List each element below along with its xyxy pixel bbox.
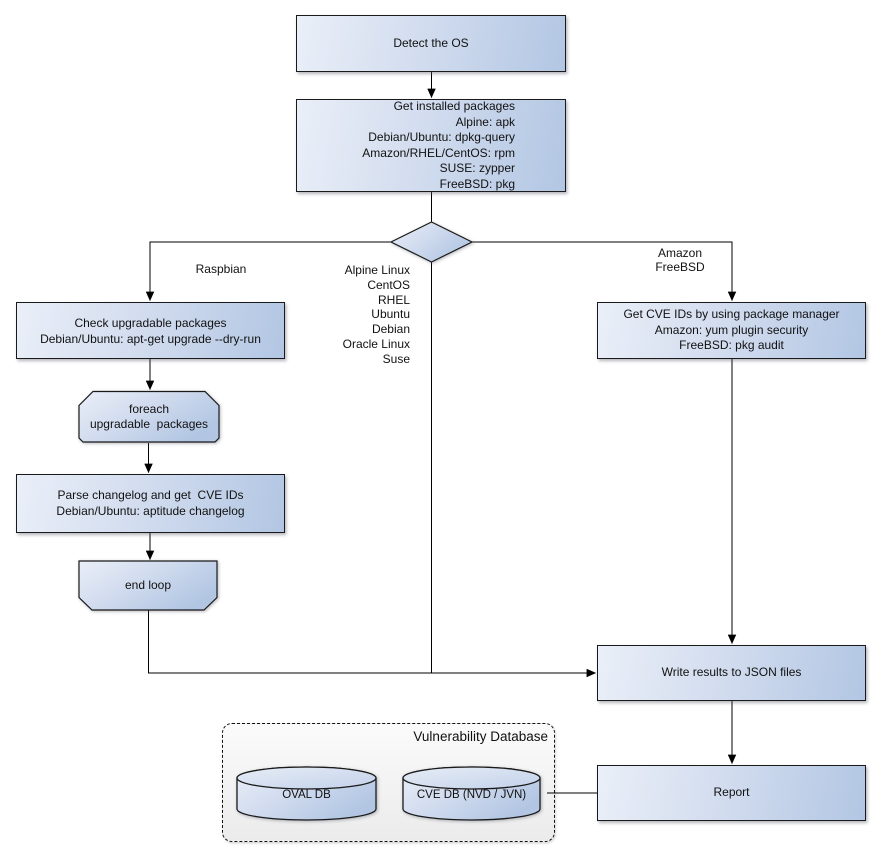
- edge-endloop-to-write-results: [148, 610, 597, 678]
- node-report: Report: [597, 765, 866, 821]
- special-shapes: [78, 221, 541, 821]
- foreach-loop-label: foreach upgradable packages: [89, 401, 209, 431]
- edge-decision-to-get-cve: [472, 241, 737, 302]
- edge-label-os-list: Alpine Linux CentOS RHEL Ubuntu Debian O…: [342, 263, 410, 366]
- edge-label-amazon-freebsd: Amazon FreeBSD: [655, 245, 705, 275]
- decision-diamond: [389, 221, 474, 263]
- node-detect-os: Detect the OS: [296, 15, 566, 72]
- edge-decision-to-check-upgradable: [145, 241, 391, 302]
- node-get-cve-ids: Get CVE IDs by using package manager Ama…: [597, 302, 866, 359]
- vulnerability-database-title: Vulnerability Database: [413, 729, 548, 744]
- node-parse-changelog: Parse changelog and get CVE IDs Debian/U…: [16, 474, 285, 533]
- end-loop-shape: [78, 560, 218, 611]
- node-check-upgradable-label: Check upgradable packages Debian/Ubuntu:…: [40, 315, 261, 346]
- edge-label-raspbian: Raspbian: [195, 262, 247, 277]
- cve-db-label: CVE DB (NVD / JVN): [416, 788, 527, 801]
- node-check-upgradable-packages: Check upgradable packages Debian/Ubuntu:…: [16, 302, 285, 359]
- oval-db-label: OVAL DB: [282, 788, 331, 801]
- node-detect-os-label: Detect the OS: [393, 35, 469, 50]
- oval-db-cylinder: [236, 766, 377, 821]
- node-report-label: Report: [713, 785, 750, 800]
- end-loop-label: end loop: [124, 578, 172, 593]
- node-get-installed-packages-label: Get installed packages Alpine: apk Debia…: [362, 99, 515, 191]
- node-write-results: Write results to JSON files: [597, 645, 866, 701]
- node-get-installed-packages: Get installed packages Alpine: apk Debia…: [296, 99, 566, 192]
- connectors: [144, 72, 737, 794]
- node-write-results-label: Write results to JSON files: [661, 665, 802, 680]
- cve-db-cylinder: [402, 766, 541, 821]
- node-get-cve-ids-label: Get CVE IDs by using package manager Ama…: [623, 307, 840, 353]
- node-parse-changelog-label: Parse changelog and get CVE IDs Debian/U…: [56, 487, 245, 518]
- foreach-loop-shape: [78, 390, 220, 443]
